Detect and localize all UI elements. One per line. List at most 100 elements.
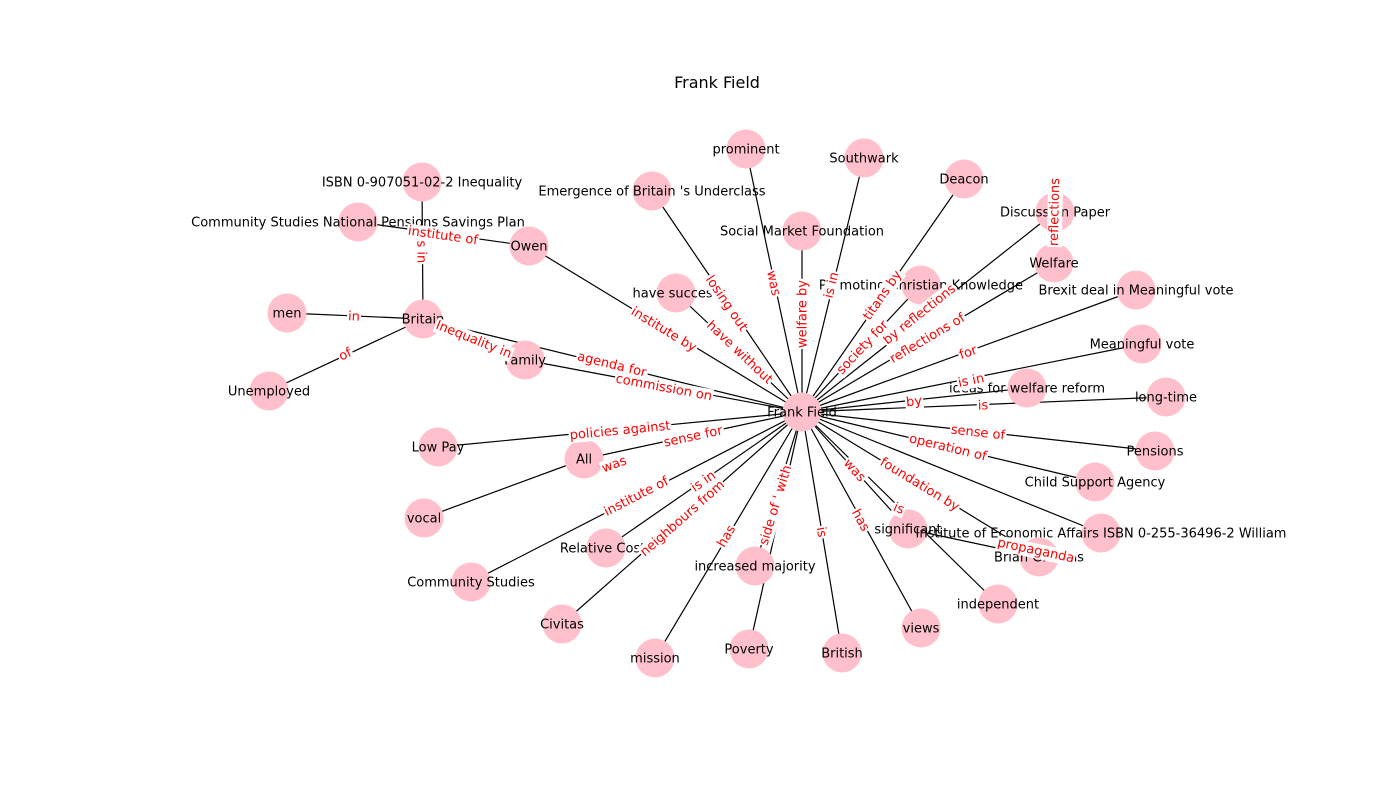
edge-label-frank-mission: has — [715, 523, 740, 551]
edge-label-frank-brexit: for — [957, 343, 980, 363]
node-ideas[interactable] — [1007, 368, 1047, 408]
edge-label-frank-owen: institute by — [628, 304, 699, 355]
node-label-smf: Social Market Foundation — [720, 225, 884, 240]
node-success[interactable] — [656, 273, 696, 313]
node-pensions[interactable] — [1135, 431, 1175, 471]
node-label-mission: mission — [630, 652, 680, 667]
edge-label-frank-smf: welfare by — [796, 280, 811, 348]
graph-title: Frank Field — [674, 73, 760, 92]
node-cs-pensions[interactable] — [338, 202, 378, 242]
edge-label-group-britain-unemployed: of — [335, 344, 356, 365]
graph-node-labels: Frank FieldprominentSouthwarkDeaconEmerg… — [191, 143, 1286, 667]
edge-label-bg-frank-views — [847, 505, 873, 536]
node-pck[interactable] — [901, 265, 941, 305]
node-label-welfare: Welfare — [1029, 257, 1078, 272]
edge-label-group-all-vocal: was — [598, 453, 630, 477]
node-deacon[interactable] — [944, 159, 984, 199]
edge-label-group-britain-isbn1: is in — [413, 235, 429, 265]
node-poverty[interactable] — [729, 629, 769, 669]
node-smf[interactable] — [782, 211, 822, 251]
edge-label-group-welfare-discussion: reflections — [1046, 176, 1064, 248]
edge-label-bg-frank-family — [613, 371, 715, 405]
node-cs[interactable] — [451, 562, 491, 602]
edge-label-bg-all-vocal — [598, 453, 630, 477]
node-brexit[interactable] — [1116, 270, 1156, 310]
node-label-southwark: Southwark — [829, 152, 899, 167]
node-increased[interactable] — [735, 546, 775, 586]
edge-label-frank-prominent: was — [763, 269, 783, 297]
edge-label-bg-frank-emergence — [701, 272, 751, 336]
node-independent[interactable] — [978, 584, 1018, 624]
edge-label-frank-lowpay: policies against — [569, 419, 671, 444]
node-meaningful[interactable] — [1122, 324, 1162, 364]
edge-label-bg-frank-mission — [714, 521, 740, 552]
edge-label-bg-frank-deacon — [859, 266, 906, 325]
edge-label-group-frank-brian: foundation by — [876, 454, 963, 516]
node-label-increased: increased majority — [694, 560, 815, 575]
edge-label-bg-britain-unemployed — [335, 344, 356, 365]
edge-label-group-frank-prominent: was — [762, 268, 784, 299]
edge-label-group-frank-british: is — [812, 524, 830, 540]
node-label-civitas: Civitas — [540, 618, 584, 633]
edge-label-group-frank-smf: welfare by — [795, 278, 811, 349]
edge-label-bg-frank-discussion — [879, 280, 960, 349]
node-label-cs-pensions: Community Studies National Pensions Savi… — [191, 216, 525, 231]
edge-label-bg-frank-cs — [600, 473, 673, 521]
edge-label-bg-frank-prominent — [762, 268, 784, 299]
edge-frank-iea — [801, 411, 1102, 534]
node-label-unemployed: Unemployed — [228, 385, 310, 400]
node-label-owen: Owen — [510, 240, 547, 255]
node-family[interactable] — [505, 340, 545, 380]
node-owen[interactable] — [509, 226, 549, 266]
node-southwark[interactable] — [844, 138, 884, 178]
node-label-brexit: Brexit deal in Meaningful vote — [1038, 284, 1233, 299]
edge-label-bg-frank-owen — [627, 303, 701, 357]
node-label-relative: Relative Costs — [560, 542, 652, 557]
edge-label-frank-deacon: titans by — [860, 268, 905, 324]
node-relative[interactable] — [586, 528, 626, 568]
edge-label-bg-frank-meaningful — [955, 370, 987, 392]
edge-label-bg-frank-welfare — [886, 310, 970, 368]
node-civitas[interactable] — [542, 604, 582, 644]
node-label-ideas: ideas for welfare reform — [949, 382, 1105, 397]
node-britain[interactable] — [403, 299, 443, 339]
node-label-iea: Institute of Economic Affairs ISBN 0-255… — [916, 527, 1287, 542]
node-british[interactable] — [822, 633, 862, 673]
node-longtime[interactable] — [1146, 377, 1186, 417]
edge-label-bg-frank-british — [812, 524, 830, 540]
node-welfare[interactable] — [1034, 243, 1074, 283]
node-all[interactable] — [564, 439, 604, 479]
edge-label-group-frank-pensions: sense of — [949, 422, 1008, 444]
edge-label-bg-frank-increased — [756, 462, 796, 548]
node-men[interactable] — [267, 293, 307, 333]
edge-label-britain-isbn1: is in — [413, 237, 428, 263]
node-label-poverty: Poverty — [724, 643, 773, 658]
node-csa[interactable] — [1075, 462, 1115, 502]
node-prominent[interactable] — [726, 129, 766, 169]
node-iea[interactable] — [1081, 513, 1121, 553]
graph-nodes — [249, 129, 1186, 678]
node-label-british: British — [821, 647, 863, 662]
node-label-emergence: Emergence of Britain 's Underclass — [538, 185, 765, 200]
edge-label-group-frank-mission: has — [714, 521, 740, 552]
node-label-isbn1: ISBN 0-907051-02-2 Inequality — [322, 176, 523, 191]
node-label-csa: Child Support Agency — [1025, 476, 1166, 491]
node-label-success: have success — [633, 287, 720, 302]
edge-label-frank-meaningful: is in — [957, 371, 986, 391]
node-label-deacon: Deacon — [939, 173, 988, 188]
node-vocal[interactable] — [404, 498, 444, 538]
node-frank[interactable] — [782, 392, 822, 432]
node-unemployed[interactable] — [249, 371, 289, 411]
node-significant[interactable] — [888, 509, 928, 549]
edge-label-bg-significant-brian — [995, 535, 1077, 567]
edge-label-group-frank-family: commission on — [613, 371, 715, 405]
node-emergence[interactable] — [632, 171, 672, 211]
node-lowpay[interactable] — [418, 427, 458, 467]
node-label-longtime: long-time — [1135, 391, 1197, 406]
node-mission[interactable] — [635, 638, 675, 678]
edge-label-group-frank-southwark: is in — [821, 269, 843, 301]
edge-label-frank-longtime: is — [978, 398, 989, 413]
edge-label-bg-britain-men — [346, 309, 362, 325]
node-views[interactable] — [901, 608, 941, 648]
node-isbn1[interactable] — [402, 162, 442, 202]
